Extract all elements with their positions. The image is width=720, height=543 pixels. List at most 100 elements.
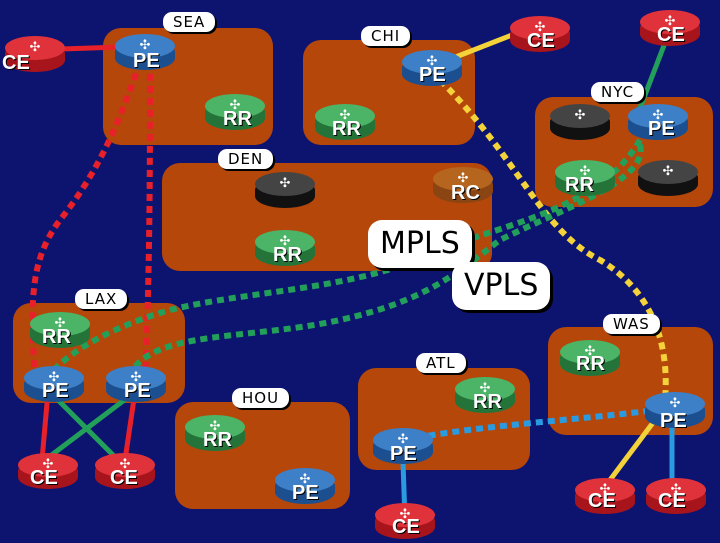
router-ce: ✣ (575, 478, 635, 518)
router-pe: ✣ (373, 428, 433, 468)
router-ce: ✣ (646, 478, 706, 518)
router-label: PE (133, 50, 160, 72)
pw-nyc-hou (127, 144, 644, 377)
router-icon: ✣ (664, 14, 676, 29)
site-label-sea: SEA (163, 12, 216, 32)
router-icon: ✣ (29, 40, 41, 55)
router-pe: ✣ (115, 34, 175, 74)
router-icon: ✣ (130, 370, 142, 385)
router-label: RR (565, 174, 594, 196)
router-label: CE (392, 516, 420, 538)
router-label: CE (110, 467, 138, 489)
router-pe: ✣ (645, 392, 705, 432)
router-ce: ✣ (640, 10, 700, 50)
router-label: RR (42, 326, 71, 348)
router-icon: ✣ (584, 344, 596, 359)
router-rr: ✣ (205, 94, 265, 134)
link-lax-pe2-ce2 (122, 391, 138, 461)
site-label-was: WAS (603, 314, 660, 334)
router-label: PE (419, 64, 446, 86)
router-label: CE (527, 30, 555, 52)
site-label-den: DEN (218, 149, 274, 169)
router-pe: ✣ (106, 366, 166, 406)
vpls-callout: VPLS (452, 262, 551, 310)
router-label: PE (660, 410, 687, 432)
router-label: PE (390, 443, 417, 465)
router-label: RR (473, 391, 502, 413)
router-rr: ✣ (255, 230, 315, 270)
router-icon: ✣ (139, 38, 151, 53)
router-label: PE (648, 118, 675, 140)
router-ce: ✣ (375, 503, 435, 543)
link-lax-pe2-ce1 (43, 390, 137, 462)
router-icon: ✣ (48, 370, 60, 385)
router-label: CE (658, 490, 686, 512)
link-was-pe-ce1 (602, 418, 657, 490)
router-label: CE (588, 490, 616, 512)
router-icon: ✣ (426, 54, 438, 69)
router-label: RR (576, 353, 605, 375)
router-pe: ✣ (275, 468, 335, 508)
router-icon: ✣ (299, 472, 311, 487)
router-pe: ✣ (628, 104, 688, 144)
router-label: CE (30, 467, 58, 489)
router-label: PE (42, 380, 69, 402)
router-icon: ✣ (669, 396, 681, 411)
pw-sea-lax-right (142, 61, 153, 381)
router-icon: ✣ (479, 381, 491, 396)
router-core: ✣ (255, 172, 315, 212)
router-icon: ✣ (397, 432, 409, 447)
router-icon: ✣ (662, 164, 674, 179)
router-ce: ✣ (5, 36, 65, 76)
router-label: CE (657, 24, 685, 46)
router-label: RR (203, 429, 232, 451)
router-label: RR (223, 108, 252, 130)
router-label: RR (273, 244, 302, 266)
router-core: ✣ (550, 104, 610, 144)
router-icon: ✣ (279, 176, 291, 191)
router-core: ✣ (638, 160, 698, 200)
router-icon: ✣ (579, 164, 591, 179)
link-nyc-pe-ce (637, 34, 671, 109)
router-icon: ✣ (339, 108, 351, 123)
router-icon: ✣ (42, 457, 54, 472)
router-rr: ✣ (315, 104, 375, 144)
router-icon: ✣ (399, 507, 411, 522)
router-icon: ✣ (229, 98, 241, 113)
site-label-atl: ATL (416, 353, 466, 373)
router-rr: ✣ (455, 377, 515, 417)
router-label: CE (2, 52, 30, 74)
router-icon: ✣ (599, 482, 611, 497)
router-rr: ✣ (555, 160, 615, 200)
mpls-callout: MPLS (368, 220, 472, 268)
router-icon: ✣ (209, 419, 221, 434)
router-icon: ✣ (670, 482, 682, 497)
router-icon: ✣ (534, 20, 546, 35)
router-label: PE (292, 482, 319, 504)
router-pe: ✣ (402, 50, 462, 90)
router-rc: ✣ (433, 167, 493, 207)
router-icon: ✣ (652, 108, 664, 123)
pw-atl-was (404, 407, 656, 443)
router-label: PE (124, 380, 151, 402)
router-rr: ✣ (560, 340, 620, 380)
router-ce: ✣ (510, 16, 570, 56)
router-pe: ✣ (24, 366, 84, 406)
link-lax-pe1-ce1 (39, 391, 51, 461)
site-label-hou: HOU (232, 388, 290, 408)
router-rr: ✣ (30, 312, 90, 352)
router-ce: ✣ (18, 453, 78, 493)
pw-chi-was (437, 77, 669, 401)
site-label-lax: LAX (75, 289, 128, 309)
link-sea-ce-pe (61, 44, 121, 52)
router-ce: ✣ (95, 453, 155, 493)
router-icon: ✣ (54, 316, 66, 331)
site-label-nyc: NYC (591, 82, 645, 102)
site-label-chi: CHI (361, 26, 411, 46)
link-lax-pe1-ce2 (48, 390, 120, 462)
pw-sea-lax-left (29, 61, 143, 381)
router-icon: ✣ (119, 457, 131, 472)
router-icon: ✣ (574, 108, 586, 123)
router-label: RC (451, 182, 480, 204)
